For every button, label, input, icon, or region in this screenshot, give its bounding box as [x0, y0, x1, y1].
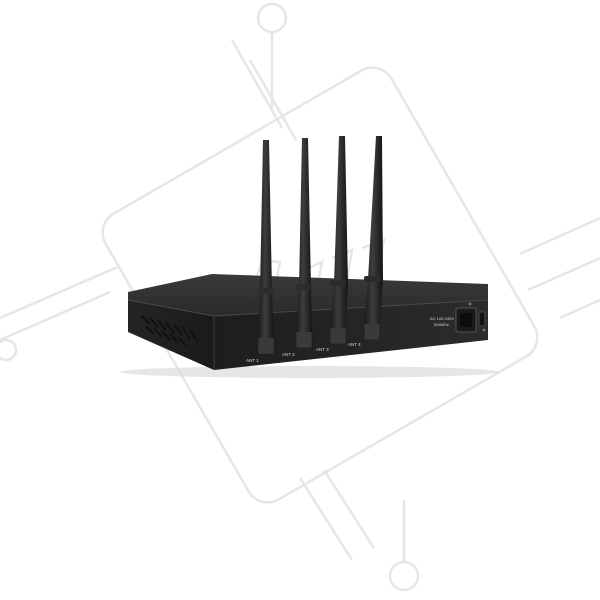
antennas — [258, 136, 383, 338]
power-switch[interactable] — [478, 311, 486, 327]
power-rating-line2: 50/60Hz — [434, 322, 449, 327]
power-rating-line1: AC 100-240V — [430, 316, 454, 321]
router-rear-panel — [214, 300, 488, 370]
watermark-line — [527, 256, 600, 292]
shadow — [120, 366, 500, 378]
power-socket-inner — [460, 313, 472, 327]
screw-icon — [482, 328, 486, 332]
watermark-line — [519, 216, 600, 256]
watermark-line — [0, 264, 121, 320]
watermark-line — [248, 59, 298, 141]
watermark-line — [0, 290, 111, 342]
antenna-label-1: ANT 1 — [246, 358, 259, 363]
antenna-1 — [258, 140, 274, 338]
watermark-line — [559, 298, 600, 320]
antenna-3 — [330, 136, 348, 328]
antenna-label-3: ANT 3 — [316, 347, 329, 352]
power-module: AC 100-240V 50/60Hz — [430, 302, 486, 333]
router: AC 100-240V 50/60Hz ANT 1 ANT 2 ANT 3 AN… — [120, 136, 500, 378]
side-vents — [141, 315, 199, 347]
watermark-circle-bottom — [388, 560, 420, 592]
watermark-line — [322, 469, 376, 549]
watermark-circle-top — [256, 2, 288, 34]
watermark-line — [230, 39, 284, 129]
antenna-label-2: ANT 2 — [282, 352, 295, 357]
antenna-bases — [257, 321, 381, 355]
watermark-circle-left — [0, 338, 18, 362]
watermark-line — [298, 477, 354, 561]
antenna-4 — [364, 136, 383, 324]
watermark-frame — [101, 66, 539, 504]
antenna-label-4: ANT 4 — [348, 342, 361, 347]
screw-icon — [468, 302, 472, 306]
watermark-letters — [248, 238, 386, 304]
antenna-2 — [296, 138, 312, 332]
